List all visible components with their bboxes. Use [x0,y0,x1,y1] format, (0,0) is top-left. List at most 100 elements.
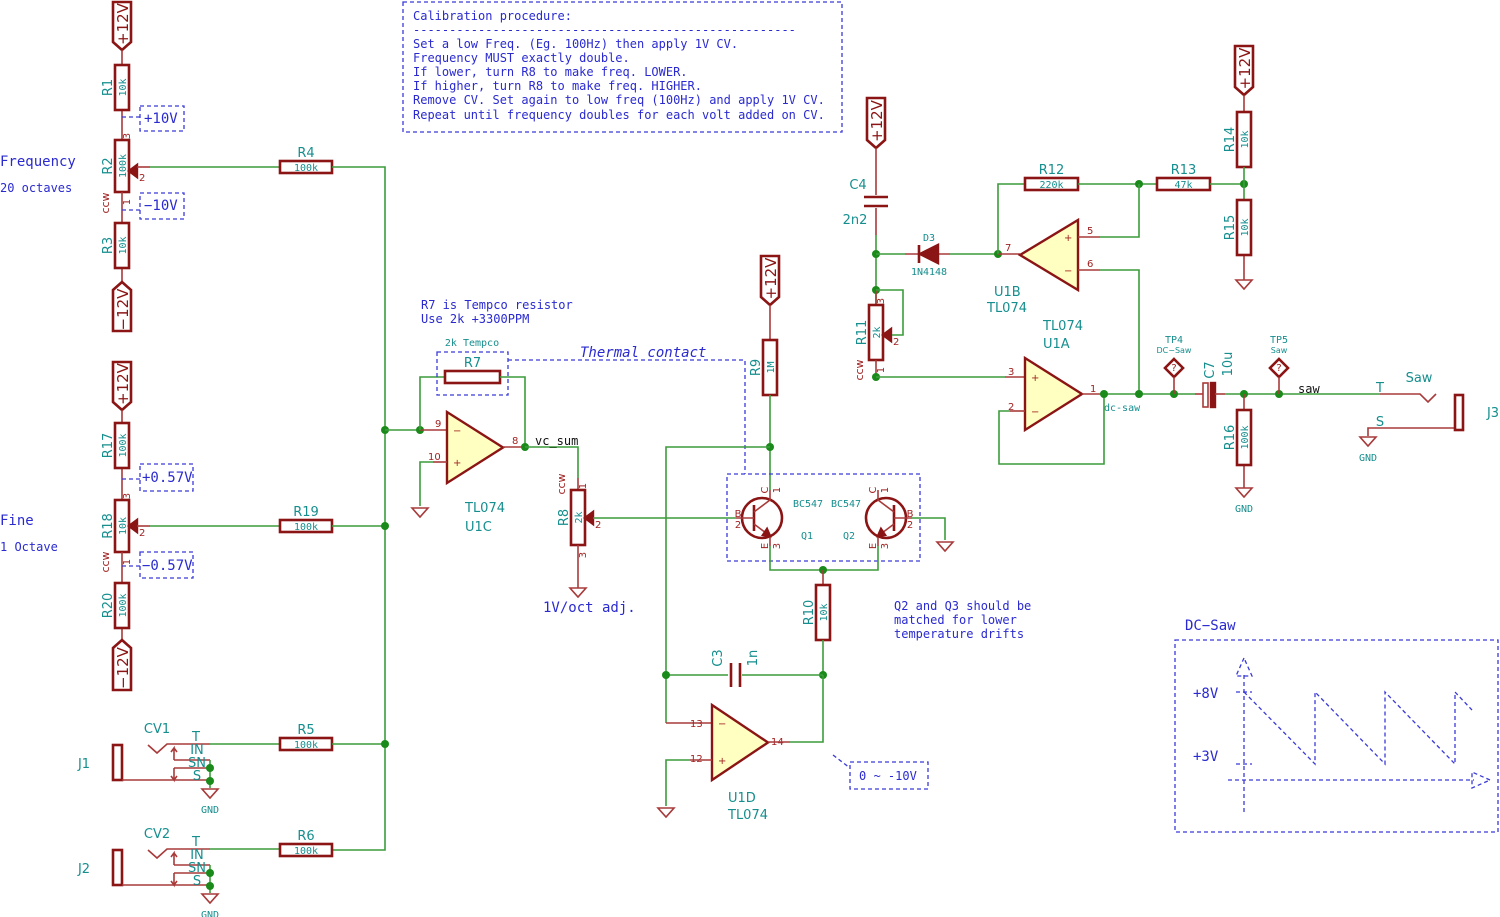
power-flag-pos12v: +12V [865,96,887,150]
resistor-value: 220k [1039,180,1063,191]
jack-ref: J1 [77,757,90,772]
jack-name: Saw [1406,371,1433,386]
calibration-note-line: Remove CV. Set again to low freq (100Hz)… [413,93,825,107]
power-flag-neg12v: −12V [111,638,133,692]
pin-lead [147,743,210,755]
wire [1100,184,1140,238]
calibration-note-line: ----------------------------------------… [413,23,796,37]
y-label: +8V [1193,686,1219,702]
resistor-ref: R19 [293,505,319,520]
pin-lead [1380,393,1437,404]
jack-ref: J3 [1486,406,1499,421]
voltage-label: +0.57V [142,470,193,486]
net-label-dc-saw: dc-saw [1104,403,1141,414]
x-axis-arrow-icon [1471,770,1492,790]
ground-icon [568,587,588,599]
pin-number: 2 [735,520,741,531]
capacitor-value: 10u [1221,352,1236,377]
pin-name: C [868,486,879,493]
wire [998,394,1105,465]
resistor-body [113,221,131,270]
calibration-note-line: If lower, turn R8 to make freq. LOWER. [413,65,688,79]
resistor-body [443,369,502,385]
pin-lead [1367,427,1380,436]
opamp-ref: U1B [994,285,1021,300]
net-label-vc-sum: vc_sum [535,434,578,448]
pin-lead [170,850,178,865]
opamp-u1d: +− [710,702,771,783]
pin-number: 13 [690,719,703,730]
calibration-note-box [402,1,843,133]
junction-dot [206,869,214,877]
y-label: +3V [1193,749,1219,765]
pin-number: 3 [772,543,783,549]
ground-symbol: GND [200,893,220,917]
ground-icon [1358,436,1378,448]
resistor-ref: R16 [1223,425,1238,451]
pin-name: E [760,543,771,549]
opamp-ref: U1C [465,520,492,535]
opamp-u1a: +− [1023,355,1085,433]
resistor-ref: R13 [1171,163,1197,178]
thermal-coupling-box [726,473,921,562]
resistor-ref: R12 [1039,163,1065,178]
ground-icon [1234,487,1254,499]
power-label: +12V [762,257,780,300]
pin-lead [877,490,895,513]
ccw-label: ccw [555,473,568,494]
power-flag-pos12v: +12V [1233,44,1255,97]
junction-dot [206,777,214,785]
power-flag-icon [111,638,133,692]
jack-name: CV1 [144,722,170,737]
resistor-value: 10k [1240,218,1251,236]
junction-dot [662,671,670,679]
voltage-label-box [139,192,185,220]
resistor-ref: R5 [297,723,314,738]
resistor-value: 100k [294,740,318,751]
wiper-arrow-icon [881,326,893,344]
dash-link [832,754,851,769]
ccw-label: ccw [99,192,112,213]
pin-number: 1 [876,367,887,373]
opamp-part: TL074 [986,301,1027,316]
opamp-part: TL074 [464,501,505,516]
ground-symbol [935,541,955,553]
minus-sign: − [453,426,461,437]
sawtooth-trace [1243,690,1473,766]
resistor-ref: R15 [1223,215,1238,241]
pin-lead [147,848,210,860]
diode-value: 1N4148 [911,267,947,278]
opamp-u1c: +− [445,409,506,486]
power-flag-pos12v: +12V [111,0,133,52]
pin-number: 1 [772,487,783,493]
resistor-ref: R9 [749,359,764,376]
waveform-title: DC−Saw [1185,618,1236,634]
wire [912,517,946,540]
calibration-note-line: If higher, turn R8 to make freq. HIGHER. [413,79,702,93]
resistor-body [113,581,131,630]
pin-name: S [193,874,201,889]
jack-sleeve [111,743,124,782]
ground-symbol [1234,279,1254,291]
ground-symbol: GND [200,788,220,816]
power-label: +12V [1236,47,1254,90]
resistor-value: 10k [118,78,129,96]
pin-number: 3 [1008,367,1014,378]
ccw-label: ccw [853,359,866,380]
capacitor-ref: C7 [1203,361,1218,378]
ground-icon [1234,279,1254,291]
pin-number: 2 [1008,402,1014,413]
y-axis-arrow-icon [1234,656,1254,677]
voct-adjust-label: 1V/oct adj. [543,600,636,616]
transistor-part: BC547 [831,499,861,510]
voltage-label: −10V [144,198,178,214]
pin-number: 10 [428,452,441,463]
pin-name: S [1376,415,1384,430]
pin-name: E [868,543,879,549]
pin-number: 3 [122,133,133,139]
resistor-r12: 220k R12 [1023,163,1080,192]
